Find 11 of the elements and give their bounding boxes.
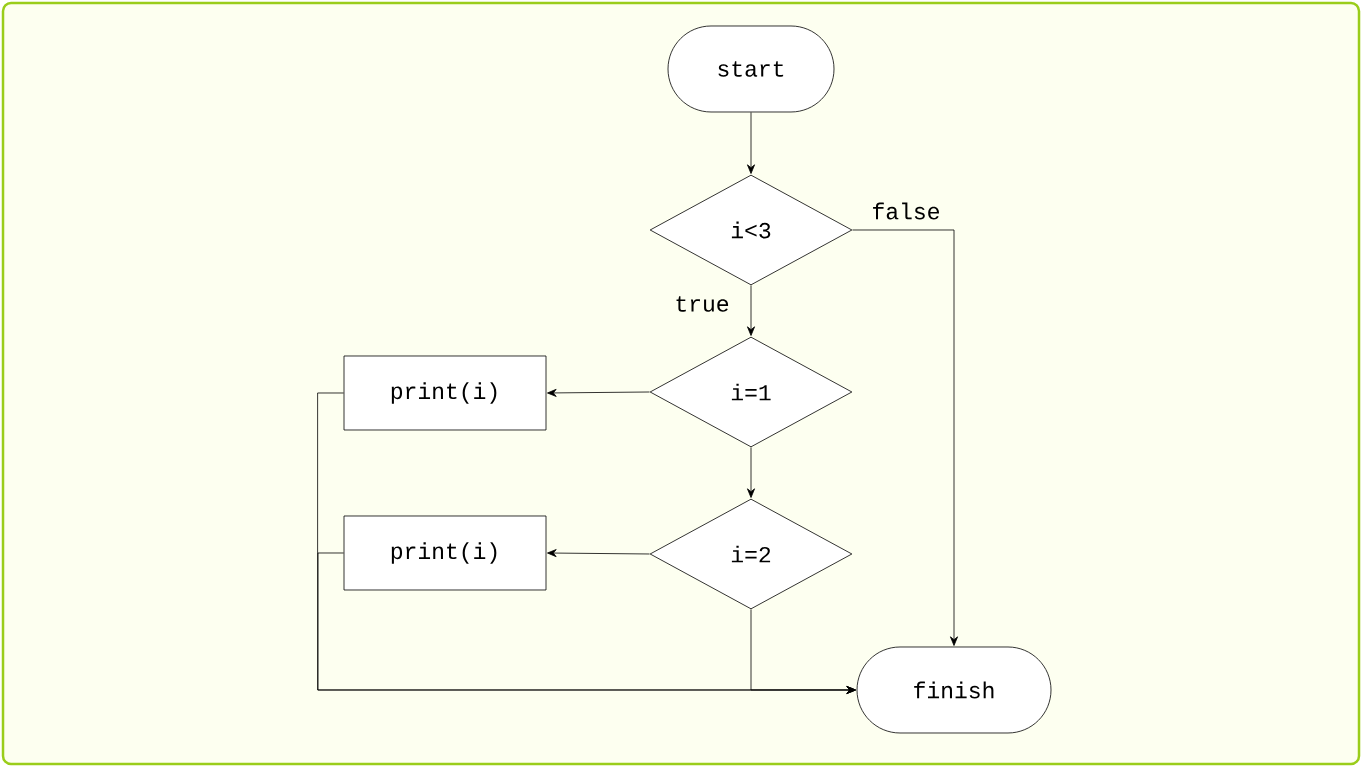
arrow <box>852 229 958 646</box>
arrow <box>747 285 755 336</box>
arrow <box>747 447 755 498</box>
edge-label: true <box>673 295 731 313</box>
process-box: print(i) <box>343 515 547 591</box>
process-box: print(i) <box>343 355 547 431</box>
arrow <box>547 388 650 397</box>
arrow <box>747 112 755 174</box>
terminal-box: finish <box>856 646 1052 734</box>
arrow <box>750 609 856 694</box>
arrow <box>547 549 650 558</box>
